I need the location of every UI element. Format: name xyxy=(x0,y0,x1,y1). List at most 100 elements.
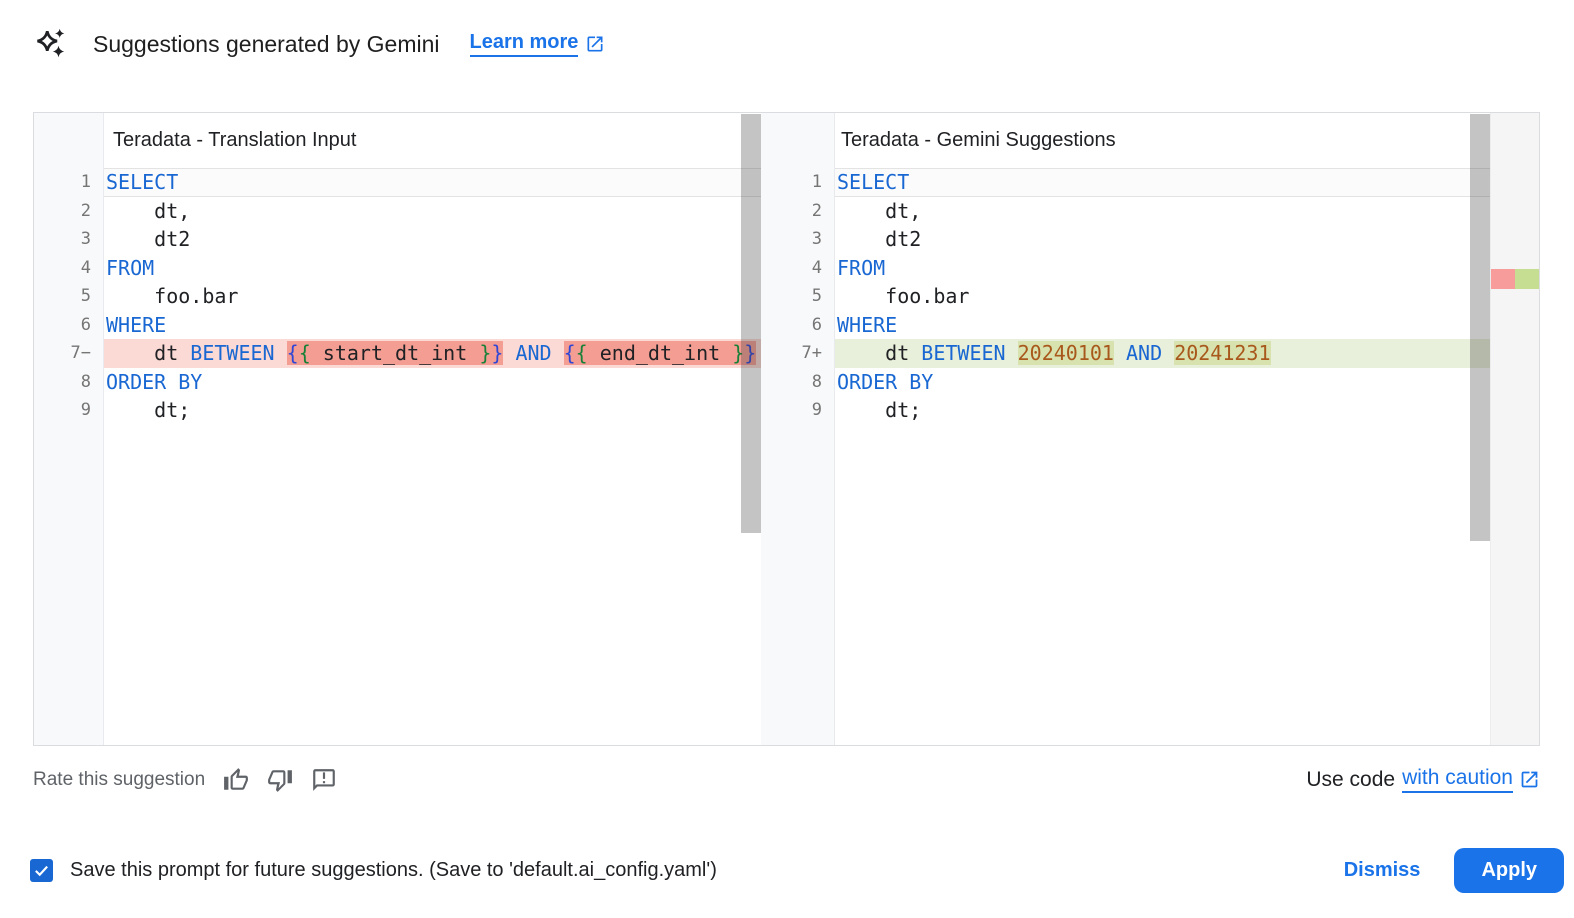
code-token: dt2 xyxy=(106,227,191,252)
diff-overview-ruler[interactable] xyxy=(1490,113,1539,745)
line-number: 5 xyxy=(80,286,91,307)
code-token: AND xyxy=(515,341,552,366)
save-prompt-group: Save this prompt for future suggestions.… xyxy=(30,859,717,882)
line-number: 6 xyxy=(80,314,91,335)
code-line: 3 dt2 xyxy=(761,225,1490,254)
line-number: 9 xyxy=(80,400,91,421)
save-prompt-label: Save this prompt for future suggestions.… xyxy=(70,859,717,881)
code-line: 9 dt; xyxy=(761,396,1490,425)
code-token: end_dt_int xyxy=(587,341,733,366)
code-token: dt; xyxy=(837,398,922,423)
code-line: 7+ dt BETWEEN 20240101 AND 20241231 xyxy=(761,339,1490,368)
line-number: 8 xyxy=(80,371,91,392)
learn-more-label: Learn more xyxy=(469,31,579,57)
code-line: 4 FROM xyxy=(34,254,761,283)
rate-label: Rate this suggestion xyxy=(33,768,206,790)
bottom-action-bar: Save this prompt for future suggestions.… xyxy=(30,848,1564,893)
line-number: 1 xyxy=(811,172,822,193)
thumb-down-icon[interactable] xyxy=(267,767,293,793)
code-token: FROM xyxy=(837,255,886,280)
code-token: } xyxy=(479,341,492,366)
removed-marker xyxy=(1491,269,1515,289)
line-number-gutter xyxy=(761,113,835,745)
right-pane-title: Teradata - Gemini Suggestions xyxy=(841,129,1116,151)
left-scrollbar-thumb[interactable] xyxy=(741,114,761,533)
code-token: BETWEEN xyxy=(921,341,1006,366)
code-token: ORDER BY xyxy=(106,369,203,394)
code-token: } xyxy=(744,341,757,366)
code-token: FROM xyxy=(106,255,155,280)
added-marker xyxy=(1515,269,1539,289)
line-number: 2 xyxy=(811,200,822,221)
code-line-content: ORDER BY xyxy=(835,368,1490,397)
code-line-content: SELECT xyxy=(104,168,761,197)
code-line-content: foo.bar xyxy=(835,282,1490,311)
thumb-up-icon[interactable] xyxy=(223,767,249,793)
feedback-icon[interactable] xyxy=(311,767,337,793)
code-line: 9 dt; xyxy=(34,396,761,425)
checkmark-icon xyxy=(35,865,48,877)
code-line: 8 ORDER BY xyxy=(34,368,761,397)
line-number: 7− xyxy=(70,343,91,364)
learn-more-link[interactable]: Learn more xyxy=(469,31,606,57)
line-number: 6 xyxy=(811,314,822,335)
code-token: { xyxy=(563,341,576,366)
code-token: dt, xyxy=(106,198,191,223)
code-line-content: dt2 xyxy=(835,225,1490,254)
feedback-row: Rate this suggestion Use code with cauti… xyxy=(33,766,1540,793)
open-in-new-icon xyxy=(1521,771,1538,788)
code-line-content: FROM xyxy=(104,254,761,283)
code-token: BETWEEN xyxy=(190,341,275,366)
code-token: } xyxy=(732,341,745,366)
use-code-notice: Use code with caution xyxy=(1306,766,1540,793)
code-token xyxy=(275,341,287,365)
code-token xyxy=(1162,341,1174,365)
code-line-content: FROM xyxy=(835,254,1490,283)
code-token xyxy=(552,341,564,365)
code-line: 2 dt, xyxy=(761,197,1490,226)
line-number: 3 xyxy=(811,229,822,250)
dialog-header: Suggestions generated by Gemini Learn mo… xyxy=(33,26,605,62)
code-line-content: ORDER BY xyxy=(104,368,761,397)
code-token: WHERE xyxy=(106,312,167,337)
dialog-actions: Dismiss Apply xyxy=(1324,848,1564,893)
left-scrollbar[interactable] xyxy=(741,114,761,744)
dismiss-button[interactable]: Dismiss xyxy=(1324,848,1441,893)
code-token: ORDER BY xyxy=(837,369,934,394)
code-token: } xyxy=(491,341,504,366)
apply-button[interactable]: Apply xyxy=(1454,848,1564,893)
line-number: 5 xyxy=(811,286,822,307)
with-caution-link[interactable]: with caution xyxy=(1402,766,1513,793)
code-token: dt, xyxy=(837,198,922,223)
code-token: dt2 xyxy=(837,227,922,252)
code-line-content: dt, xyxy=(104,197,761,226)
code-line: 2 dt, xyxy=(34,197,761,226)
diff-change-marker[interactable] xyxy=(1491,269,1539,289)
line-number: 4 xyxy=(80,257,91,278)
save-prompt-checkbox[interactable] xyxy=(30,859,53,882)
page-title: Suggestions generated by Gemini xyxy=(93,30,440,57)
rate-group: Rate this suggestion xyxy=(33,767,337,793)
code-token: AND xyxy=(1126,341,1163,366)
code-line-content: foo.bar xyxy=(104,282,761,311)
code-token xyxy=(1006,341,1018,365)
right-scrollbar-thumb[interactable] xyxy=(1470,114,1490,541)
code-token: dt; xyxy=(106,398,191,423)
code-line: 3 dt2 xyxy=(34,225,761,254)
right-scrollbar[interactable] xyxy=(1470,114,1490,744)
code-token: foo.bar xyxy=(106,284,239,309)
gemini-spark-icon xyxy=(37,28,65,58)
code-token: { xyxy=(575,341,588,366)
code-token xyxy=(503,341,515,365)
code-line: 5 foo.bar xyxy=(34,282,761,311)
code-token: foo.bar xyxy=(837,284,970,309)
code-line-content: dt BETWEEN 20240101 AND 20241231 xyxy=(835,339,1490,368)
open-in-new-icon xyxy=(587,36,603,52)
